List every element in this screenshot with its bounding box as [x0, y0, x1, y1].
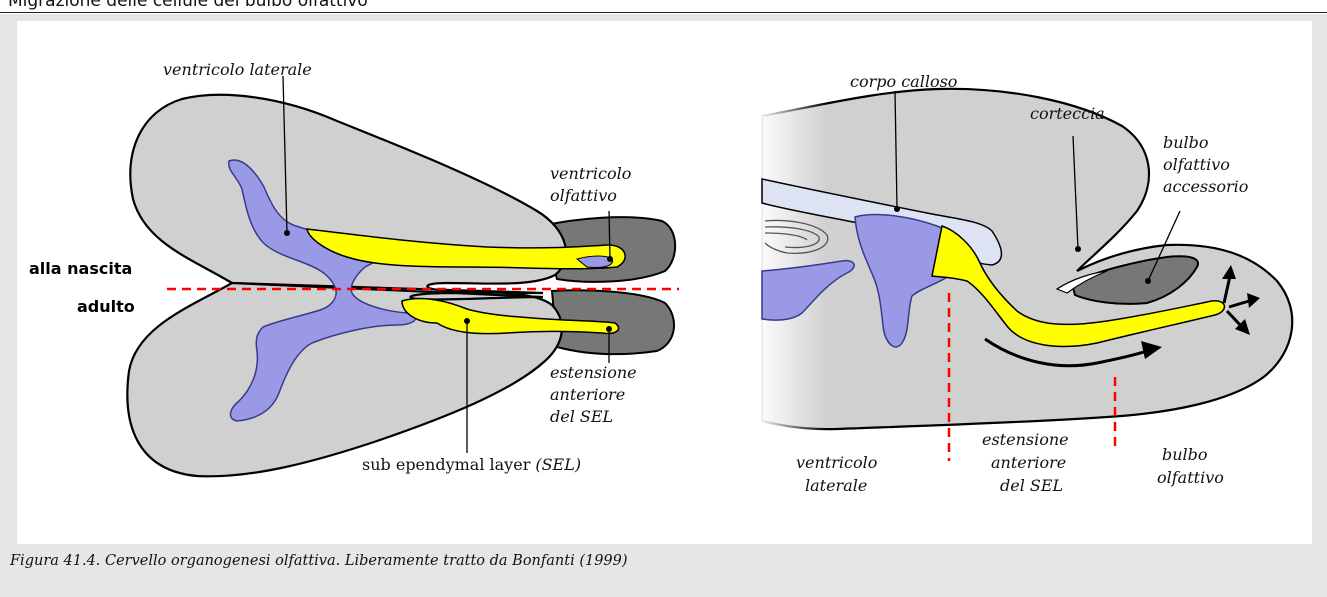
label-estensione-r-3: del SEL [1000, 476, 1063, 495]
label-bulbo-2: olfattivo [1157, 468, 1224, 487]
label-ventricolo-2: laterale [805, 476, 867, 495]
label-sel: (SEL) [535, 455, 581, 474]
pointer-dot [607, 256, 613, 262]
label-corteccia: corteccia [1030, 104, 1105, 123]
pointer-dot [606, 326, 612, 332]
page-title: Migrazione delle cellule del bulbo olfat… [8, 0, 368, 11]
pointer-dot [894, 206, 900, 212]
label-bulbo-acc-3: accessorio [1163, 177, 1248, 196]
pointer-dot [1075, 246, 1081, 252]
label-estensione-1: estensione [550, 363, 637, 382]
left-diagram: ventricolo laterale ventricolo olfattivo… [29, 60, 679, 476]
label-ventricolo-olfattivo-2: olfattivo [550, 186, 617, 205]
figure-caption: Figura 41.4. Cervello organogenesi olfat… [10, 553, 628, 569]
label-adulto: adulto [77, 297, 135, 316]
label-sub-ependymal: sub ependymal layer(SEL) [362, 455, 581, 474]
label-bulbo-acc-2: olfattivo [1163, 155, 1230, 174]
figure-image: ventricolo laterale ventricolo olfattivo… [17, 21, 1312, 544]
label-ventricolo-laterale: ventricolo laterale [163, 60, 312, 79]
label-estensione-r-2: anteriore [991, 453, 1066, 472]
fade-overlay [757, 81, 827, 441]
label-estensione-2: anteriore [550, 385, 625, 404]
label-estensione-r-1: estensione [982, 430, 1069, 449]
label-alla-nascita: alla nascita [29, 259, 132, 278]
label-corpo-calloso: corpo calloso [850, 72, 957, 91]
figure-container: ventricolo laterale ventricolo olfattivo… [0, 14, 1327, 597]
pointer-dot [1145, 278, 1151, 284]
pointer-dot [284, 230, 290, 236]
brain-tissue-sagittal [762, 89, 1292, 429]
label-bulbo-acc-1: bulbo [1163, 133, 1209, 152]
label-sub-ependymal-text: sub ependymal layer [362, 455, 531, 474]
label-ventricolo-olfattivo-1: ventricolo [550, 164, 631, 183]
label-ventricolo-1: ventricolo [796, 453, 877, 472]
pointer-dot [464, 318, 470, 324]
olfactory-diagram: ventricolo laterale ventricolo olfattivo… [17, 21, 1312, 544]
right-diagram: corpo calloso corteccia bulbo olfattivo … [757, 72, 1292, 495]
label-bulbo-1: bulbo [1162, 445, 1208, 464]
header-bar: Migrazione delle cellule del bulbo olfat… [0, 0, 1327, 13]
label-estensione-3: del SEL [550, 407, 613, 426]
